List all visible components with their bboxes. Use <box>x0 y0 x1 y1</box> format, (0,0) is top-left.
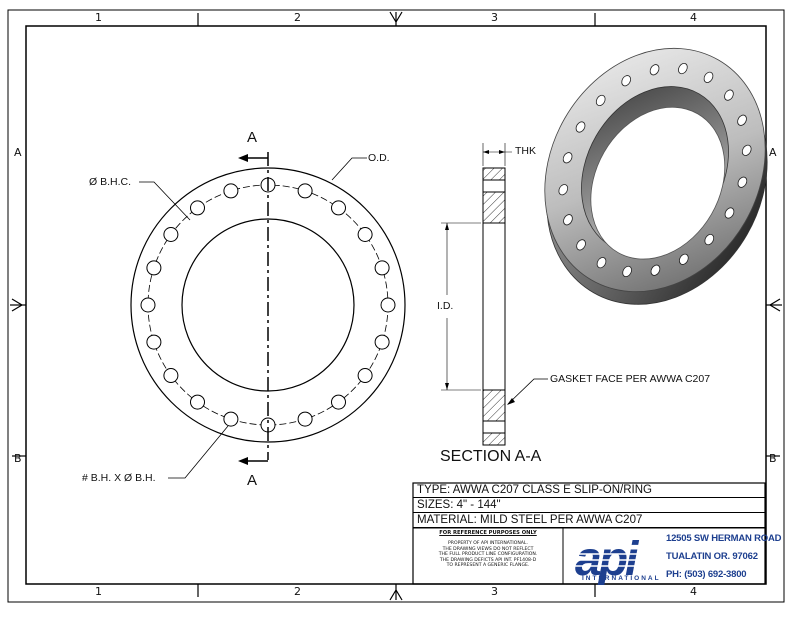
address-phone: PH: (503) 692-3800 <box>666 569 747 580</box>
api-logo-icon: api <box>575 533 666 586</box>
iso-bolt-hole <box>558 184 569 196</box>
zone-row-a-left: A <box>14 146 22 159</box>
bolt-hole <box>146 260 162 276</box>
bolt-hole <box>331 394 346 410</box>
title-block-frame <box>412 482 766 585</box>
zone-row-b-right: B <box>769 452 777 465</box>
iso-bolt-hole <box>704 233 715 246</box>
logo-subtitle: INTERNATIONAL <box>582 575 661 582</box>
bolt-hole <box>357 368 373 383</box>
tb-material: MATERIAL: MILD STEEL PER AWWA C207 <box>413 513 765 528</box>
hatch-upper-small <box>482 167 506 181</box>
bhc-leader <box>139 181 191 221</box>
zone-ticks <box>12 13 780 597</box>
ref-line: TO REPRESENT A GENERIC FLANGE. <box>446 563 530 569</box>
hatch-lower-small <box>482 432 506 446</box>
holes-label: # B.H. X Ø B.H. <box>82 472 156 484</box>
address-line-1: 12505 SW HERMAN ROAD <box>666 533 782 544</box>
bolt-hole <box>146 334 162 350</box>
zone-col-4-top: 4 <box>690 11 697 24</box>
bhc-label: Ø B.H.C. <box>89 176 132 188</box>
tb-sizes: SIZES: 4" - 144" <box>413 498 765 513</box>
iso-bolt-hole <box>724 89 734 101</box>
bolt-hole <box>374 260 390 276</box>
outer-border <box>7 9 785 603</box>
od-label: O.D. <box>368 152 390 164</box>
bolt-hole <box>223 183 239 199</box>
iso-bolt-hole <box>703 71 714 83</box>
outer-diameter-circle <box>130 167 406 443</box>
iso-bolt-hole <box>575 121 586 133</box>
iso-bolt-hole <box>724 207 735 219</box>
iso-bolt-holes <box>558 62 752 278</box>
bolt-hole <box>357 227 373 242</box>
zone-col-3-bottom: 3 <box>491 585 498 598</box>
iso-bolt-hole <box>679 253 689 265</box>
holes-leader <box>168 425 229 479</box>
zone-col-1-top: 1 <box>95 11 102 24</box>
bolt-hole <box>223 411 239 427</box>
zone-col-2-bottom: 2 <box>294 585 301 598</box>
gasket-leader <box>507 378 548 405</box>
hatch-lower <box>482 389 506 422</box>
zone-col-2-top: 2 <box>294 11 301 24</box>
od-leader <box>331 157 367 181</box>
iso-bolt-hole <box>737 114 747 126</box>
iso-bolt-hole <box>678 62 688 75</box>
ref-line: THE DRAWING VIEWS DO NOT REFLECT <box>442 546 534 552</box>
address-line-2: TUALATIN OR. 97062 <box>666 551 758 562</box>
iso-bolt-hole <box>622 265 632 278</box>
ref-line: THE DRAWING DEFICTS API INT. PF1408-D <box>439 557 537 563</box>
zone-col-3-top: 3 <box>491 11 498 24</box>
iso-bolt-hole <box>595 94 606 107</box>
isometric-view <box>544 47 768 305</box>
bolt-hole <box>190 200 205 216</box>
hatch-upper <box>482 191 506 224</box>
bolt-hole <box>331 200 346 216</box>
bolt-hole <box>163 368 179 383</box>
id-label: I.D. <box>437 300 454 312</box>
bolt-hole <box>163 227 179 242</box>
iso-bore-opening <box>590 106 726 260</box>
section-view <box>441 143 548 446</box>
section-marker-top: A <box>247 129 258 146</box>
iso-bolt-hole <box>741 144 752 156</box>
bolt-hole <box>140 297 156 313</box>
iso-bolt-hole <box>563 214 573 226</box>
ref-heading: FOR REFERENCE PURPOSES ONLY <box>439 530 537 536</box>
zone-col-4-bottom: 4 <box>690 585 697 598</box>
iso-bolt-hole <box>649 64 660 76</box>
bolt-hole <box>297 411 313 427</box>
section-marker-bottom: A <box>247 472 258 489</box>
zone-col-1-bottom: 1 <box>95 585 102 598</box>
bolt-hole <box>380 297 396 313</box>
bolt-hole <box>297 183 313 199</box>
front-view <box>130 152 406 479</box>
ref-line: THE FULL PRODUCT LINE CONFIGURATION. <box>438 552 538 558</box>
bolt-hole <box>190 394 205 410</box>
iso-bolt-hole <box>576 239 586 251</box>
section-title: SECTION A-A <box>440 448 542 465</box>
tb-type: TYPE: AWWA C207 CLASS E SLIP-ON/RING <box>413 483 765 498</box>
iso-bolt-hole <box>562 152 573 164</box>
reference-note: FOR REFERENCE PURPOSES ONLY PROPERTY OF … <box>414 529 562 583</box>
ref-line: PROPERTY OF API INTERNATIONAL. <box>448 541 528 547</box>
iso-bolt-hole <box>650 264 661 276</box>
iso-bolt-hole <box>621 75 631 87</box>
gasket-label: GASKET FACE PER AWWA C207 <box>550 373 711 385</box>
zone-row-a-right: A <box>769 146 777 159</box>
zone-row-b-left: B <box>14 452 22 465</box>
bolt-hole <box>374 334 390 350</box>
centering-marks <box>10 11 782 601</box>
iso-bolt-hole <box>737 176 748 188</box>
iso-bolt-hole <box>596 257 607 269</box>
thk-label: THK <box>515 145 536 157</box>
